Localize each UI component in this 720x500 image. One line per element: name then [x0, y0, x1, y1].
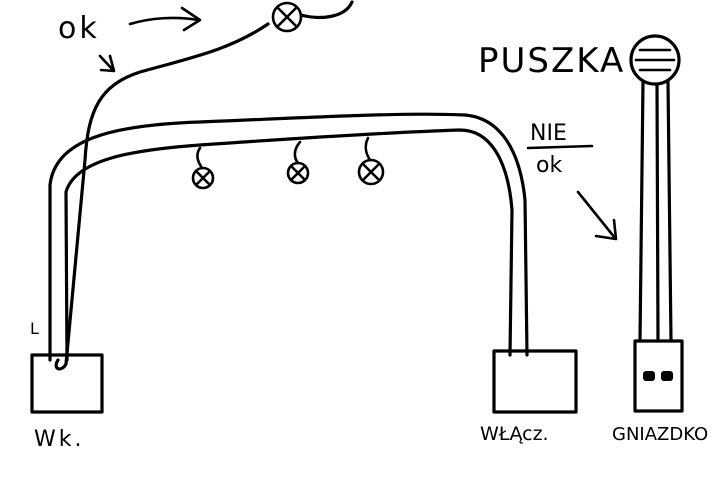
junction-box-icon — [629, 34, 681, 86]
label-puszka: PUSZKA — [478, 41, 625, 81]
arrow-right-top — [128, 6, 202, 32]
label-nie: NIE — [530, 121, 567, 146]
label-gniazdko: GNIAZDKO — [612, 424, 708, 445]
label-wlacz: WŁĄcz. — [480, 423, 549, 445]
bulb-3-icon — [357, 136, 385, 186]
label-l: L — [30, 319, 39, 338]
switch-box-right — [492, 349, 578, 414]
lamp-top-tail-wire — [299, 0, 354, 19]
label-ok-top: ok — [58, 11, 100, 46]
main-cable-outer — [48, 112, 529, 362]
socket-wire-middle — [655, 82, 660, 343]
arrow-down-top — [98, 54, 116, 73]
label-ok-right: ok — [536, 153, 562, 178]
bulb-2-icon — [286, 140, 310, 185]
nie-fraction-line — [526, 144, 594, 150]
bulb-1-icon — [191, 146, 215, 190]
socket-wire-right — [666, 80, 673, 343]
socket-box — [633, 339, 684, 413]
socket-wire-left — [638, 80, 645, 343]
lamp-top-icon — [271, 1, 303, 33]
feed-wire — [54, 22, 270, 371]
arrow-to-gniazdko-wire — [576, 190, 618, 241]
main-cable-inner — [64, 128, 514, 362]
label-wk: Wk. — [34, 427, 85, 452]
